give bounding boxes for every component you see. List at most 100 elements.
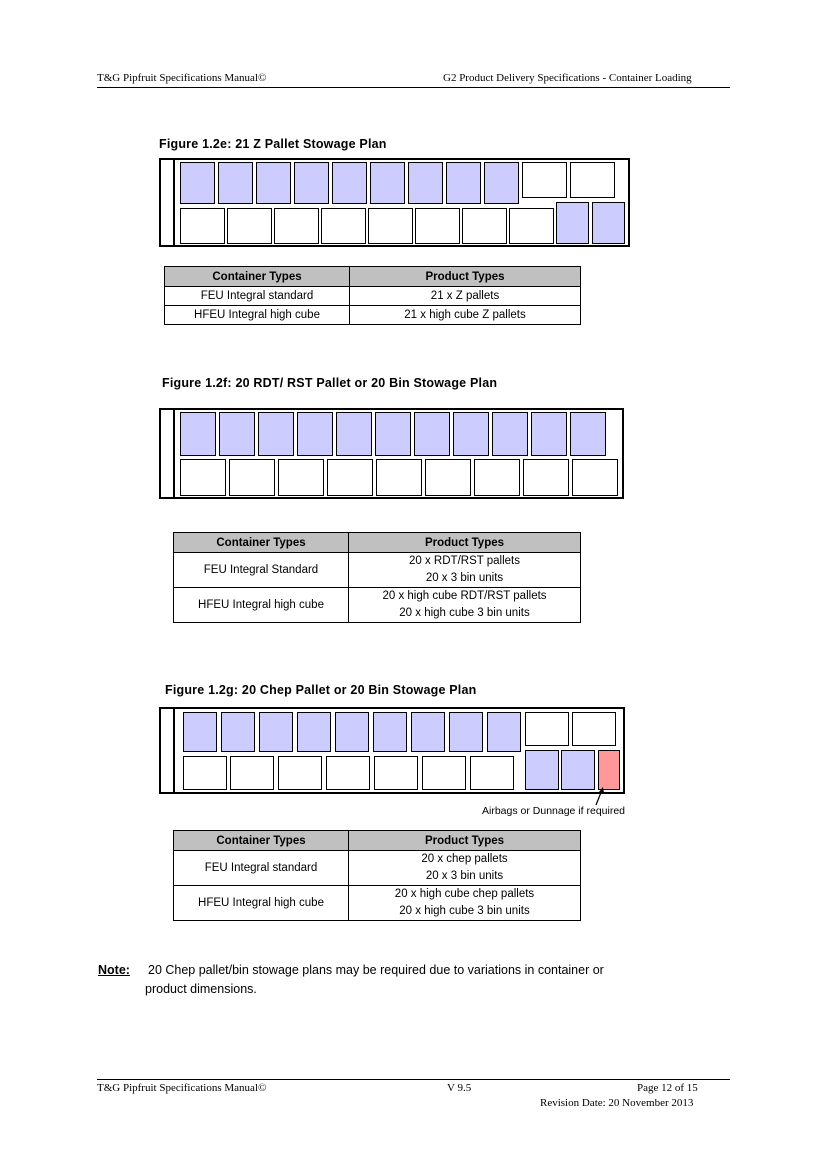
pallet — [278, 459, 324, 496]
pallet — [449, 712, 483, 752]
pallet — [327, 459, 373, 496]
pallet — [556, 202, 589, 244]
figure-1-2g-container-diagram — [159, 707, 625, 794]
pallet — [415, 208, 460, 244]
pallet — [321, 208, 366, 244]
table-row: HFEU Integral high cube 21 x high cube Z… — [164, 305, 581, 325]
product-type-line: 20 x high cube RDT/RST pallets — [382, 590, 547, 602]
table-header-row: Container Types Product Types — [173, 830, 581, 851]
container-type-cell: FEU Integral Standard — [173, 552, 349, 588]
pallet — [470, 756, 514, 790]
pallet — [180, 162, 215, 204]
empty-space — [572, 712, 616, 746]
note-text-line1: 20 Chep pallet/bin stowage plans may be … — [148, 963, 604, 977]
header-product-types: Product Types — [348, 532, 581, 553]
container-type-cell: FEU Integral standard — [173, 850, 349, 886]
airbag-dunnage — [598, 750, 620, 790]
pallet — [227, 208, 272, 244]
pallet — [297, 412, 333, 456]
pallet — [374, 756, 418, 790]
figure-1-2e-table: Container Types Product Types FEU Integr… — [164, 266, 581, 325]
pallet — [425, 459, 471, 496]
container-door — [161, 410, 175, 497]
pallet — [462, 208, 507, 244]
header-product-types: Product Types — [348, 830, 581, 851]
figure-1-2f-title: Figure 1.2f: 20 RDT/ RST Pallet or 20 Bi… — [162, 376, 498, 390]
container-door — [161, 709, 175, 792]
header-right: G2 Product Delivery Specifications - Con… — [443, 72, 692, 84]
footer-revision-date: Revision Date: 20 November 2013 — [540, 1097, 694, 1109]
pallet — [492, 412, 528, 456]
pallet — [422, 756, 466, 790]
pallet — [484, 162, 519, 204]
header-rule — [97, 87, 730, 88]
pallet — [229, 459, 275, 496]
table-row: HFEU Integral high cube 20 x high cube c… — [173, 885, 581, 921]
pallet — [570, 412, 606, 456]
pallet — [218, 162, 253, 204]
pallet — [336, 412, 372, 456]
pallet — [180, 459, 226, 496]
figure-1-2f-table: Container Types Product Types FEU Integr… — [173, 532, 581, 623]
product-type-line: 20 x high cube 3 bin units — [399, 905, 530, 917]
figure-1-2e-title: Figure 1.2e: 21 Z Pallet Stowage Plan — [159, 137, 387, 151]
footer-version: V 9.5 — [447, 1082, 472, 1094]
pallet — [411, 712, 445, 752]
table-row: FEU Integral Standard 20 x RDT/RST palle… — [173, 552, 581, 588]
table-header-row: Container Types Product Types — [173, 532, 581, 553]
table-row: FEU Integral standard 21 x Z pallets — [164, 286, 581, 306]
pallet — [183, 756, 227, 790]
product-type-line: 20 x high cube 3 bin units — [399, 607, 530, 619]
empty-space — [525, 712, 569, 746]
header-container-types: Container Types — [173, 830, 349, 851]
product-type-line: 20 x high cube chep pallets — [394, 888, 535, 900]
product-type-cell: 20 x high cube chep pallets 20 x high cub… — [348, 885, 581, 921]
pallet — [258, 412, 294, 456]
pallet — [332, 162, 367, 204]
pallet — [274, 208, 319, 244]
pallet — [453, 412, 489, 456]
header-container-types: Container Types — [164, 266, 350, 287]
arrow-line — [595, 789, 603, 806]
pallet — [221, 712, 255, 752]
header-product-types: Product Types — [349, 266, 581, 287]
product-type-cell: 20 x RDT/RST pallets 20 x 3 bin units — [348, 552, 581, 588]
product-type-line: 20 x 3 bin units — [425, 572, 504, 584]
container-type-cell: HFEU Integral high cube — [173, 885, 349, 921]
pallet — [592, 202, 625, 244]
pallet — [219, 412, 255, 456]
empty-space — [570, 162, 615, 198]
header-container-types: Container Types — [173, 532, 349, 553]
pallet — [375, 412, 411, 456]
pallet — [474, 459, 520, 496]
pallet — [259, 712, 293, 752]
pallet — [572, 459, 618, 496]
pallet — [335, 712, 369, 752]
pallet — [408, 162, 443, 204]
pallet — [294, 162, 329, 204]
annotation-arrow — [595, 787, 604, 806]
airbags-annotation: Airbags or Dunnage if required — [482, 805, 626, 817]
pallet — [230, 756, 274, 790]
figure-1-2f-container-diagram — [159, 408, 624, 499]
product-type-line: 20 x chep pallets — [421, 853, 508, 865]
header-left: T&G Pipfruit Specifications Manual© — [97, 72, 267, 84]
product-type-line: 20 x RDT/RST pallets — [409, 555, 520, 567]
pallet — [509, 208, 554, 244]
pallet — [368, 208, 413, 244]
container-door — [161, 160, 175, 245]
pallet — [180, 412, 216, 456]
pallet — [525, 750, 559, 790]
figure-1-2g-table: Container Types Product Types FEU Integr… — [173, 830, 581, 921]
arrow-head — [599, 787, 604, 793]
pallet — [297, 712, 331, 752]
product-type-cell: 20 x high cube RDT/RST pallets 20 x high … — [348, 587, 581, 623]
pallet — [446, 162, 481, 204]
footer-page-number: Page 12 of 15 — [637, 1082, 698, 1094]
pallet — [180, 208, 225, 244]
container-type-cell: FEU Integral standard — [164, 286, 350, 306]
product-type-cell: 21 x high cube Z pallets — [349, 305, 581, 325]
empty-space — [522, 162, 567, 198]
